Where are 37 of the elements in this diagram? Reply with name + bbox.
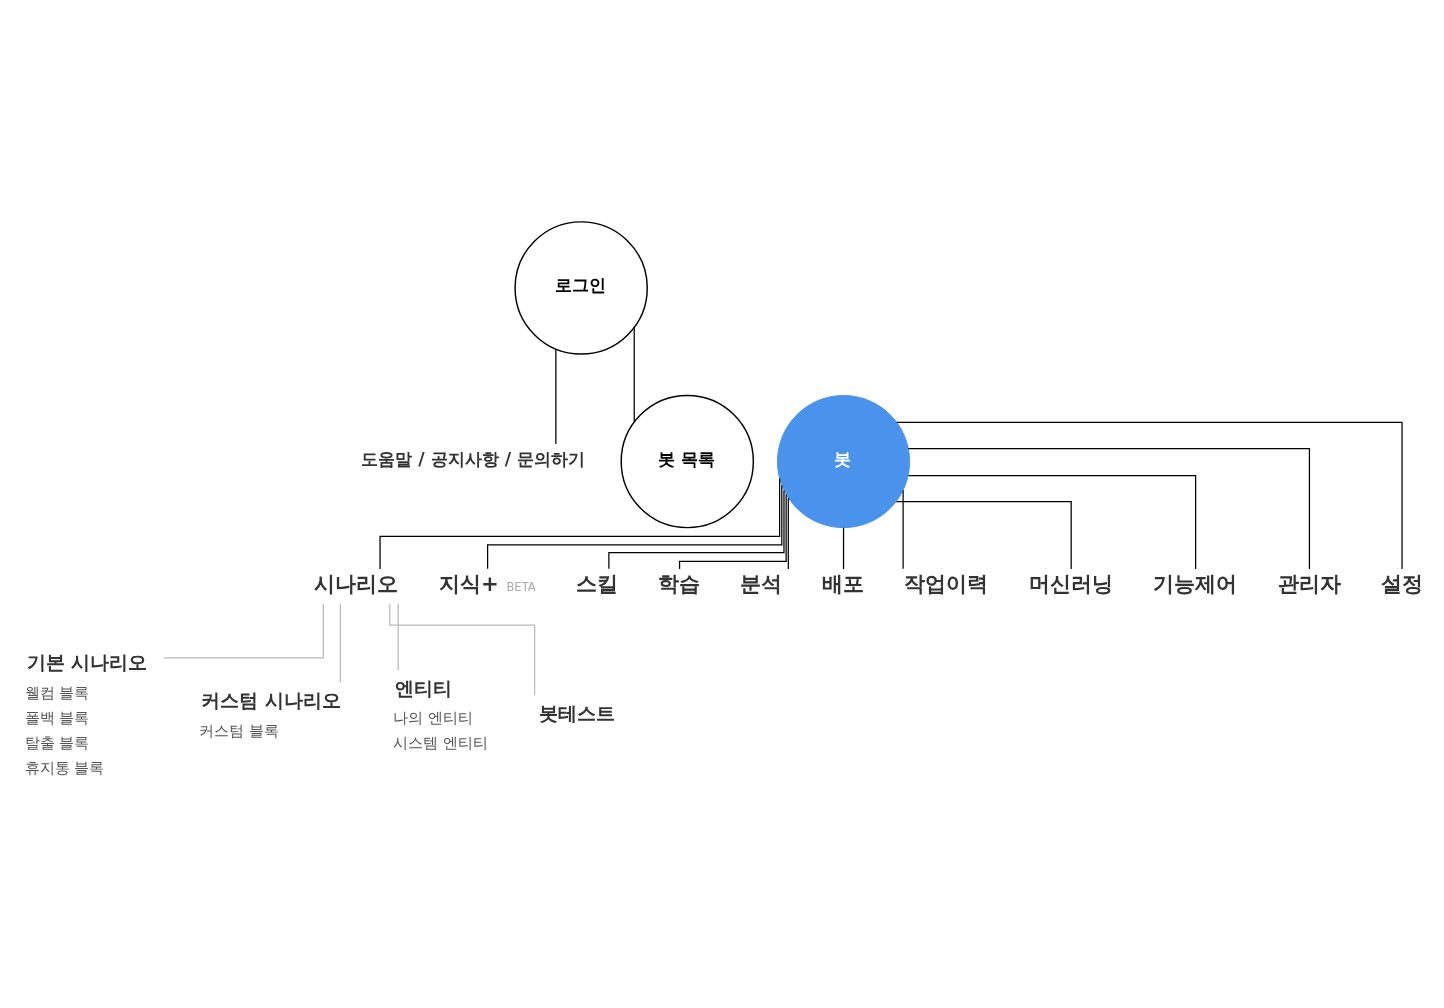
node-text: 스킬 <box>576 570 619 596</box>
node-text: 엔티티 나의 엔티티 시스템 엔티티 <box>393 676 488 753</box>
node-text: 학습 <box>658 570 701 596</box>
connector <box>162 603 324 659</box>
node-circle: 봇 목록 <box>620 394 755 529</box>
connector <box>555 348 557 445</box>
node-circle: 로그인 <box>514 221 648 355</box>
connector <box>633 326 635 423</box>
node-text: 지식+ <box>438 570 499 596</box>
connector <box>902 489 904 570</box>
node-text: 배포 <box>822 570 865 596</box>
connector <box>842 527 845 570</box>
node-text: 봇테스트 <box>538 701 615 725</box>
node-text: 기본 시나리오 웰컴 블록 폴백 블록 탈출 블록 휴지통 블록 <box>24 651 148 778</box>
node-text: 설정 <box>1380 570 1423 596</box>
node-text: 작업이력 <box>904 570 989 596</box>
node-circle: 봇 <box>777 395 911 529</box>
node-text: 머신러닝 <box>1028 570 1113 596</box>
node-text: 시나리오 <box>313 570 398 596</box>
node-text: 관리자 <box>1277 570 1341 596</box>
connector <box>339 603 341 684</box>
connector <box>389 603 536 696</box>
connector <box>678 493 787 570</box>
connector <box>896 421 1403 570</box>
node-text: 도움말 / 공지사항 / 문의하기 <box>361 448 586 469</box>
connector <box>907 447 1311 570</box>
connector <box>487 484 783 570</box>
connector <box>379 477 781 570</box>
connector <box>787 497 789 570</box>
connector <box>397 603 399 671</box>
connector <box>907 474 1197 570</box>
connector <box>895 500 1072 570</box>
node-label: BETA <box>506 579 536 594</box>
connector <box>608 489 785 570</box>
node-text: 분석 <box>740 570 783 596</box>
node-text: 커스텀 시나리오 커스텀 블록 <box>199 689 341 740</box>
node-text: 기능제어 <box>1153 570 1238 596</box>
